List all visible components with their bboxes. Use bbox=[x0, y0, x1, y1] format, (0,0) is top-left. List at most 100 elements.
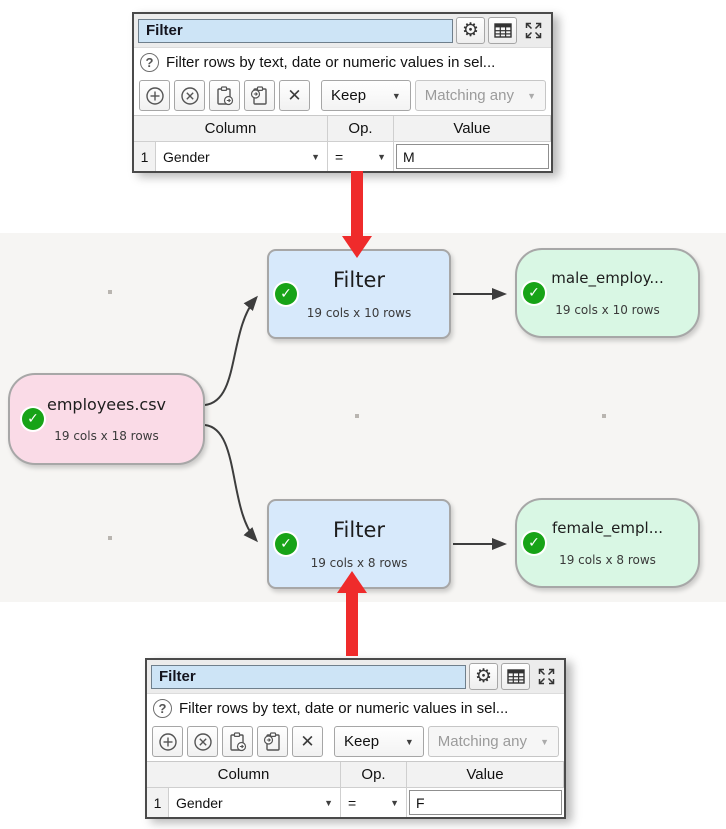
criteria-table-header: Column Op. Value bbox=[134, 115, 551, 141]
node-employees-csv[interactable]: ✓ employees.csv 19 cols x 18 rows bbox=[8, 373, 205, 465]
add-criteria-button[interactable] bbox=[139, 80, 170, 111]
keep-dropdown-value: Keep bbox=[344, 733, 380, 750]
expand-icon bbox=[538, 668, 555, 685]
help-text: Filter rows by text, date or numeric val… bbox=[166, 53, 496, 71]
grid-dot bbox=[355, 414, 359, 418]
table-view-button[interactable] bbox=[488, 17, 517, 44]
row-number: 1 bbox=[147, 788, 169, 817]
chevron-down-icon: ▼ bbox=[311, 151, 320, 162]
help-row: ? Filter rows by text, date or numeric v… bbox=[147, 694, 564, 722]
clipboard-copy-icon bbox=[217, 85, 234, 105]
edge-source-to-filter-bottom bbox=[204, 424, 259, 543]
add-criteria-button[interactable] bbox=[152, 726, 183, 757]
chevron-down-icon: ▼ bbox=[540, 736, 549, 747]
status-ok-icon: ✓ bbox=[22, 408, 44, 430]
value-input[interactable]: F bbox=[409, 790, 562, 815]
remove-criteria-button[interactable] bbox=[187, 726, 218, 757]
chevron-down-icon: ▼ bbox=[390, 797, 399, 808]
clipboard-paste-icon bbox=[263, 731, 280, 751]
status-ok-icon: ✓ bbox=[523, 282, 545, 304]
grid-dot bbox=[108, 536, 112, 540]
table-grid-icon bbox=[493, 23, 512, 38]
grid-dot bbox=[108, 290, 112, 294]
chevron-down-icon: ▼ bbox=[527, 90, 536, 101]
clipboard-copy-icon bbox=[230, 731, 247, 751]
keep-remove-dropdown[interactable]: Keep ▼ bbox=[334, 726, 424, 757]
node-label: male_employ... bbox=[551, 269, 664, 288]
clear-icon: ✕ bbox=[300, 731, 315, 751]
filter-toolbar: ✕ Keep ▼ Matching any ▼ bbox=[134, 76, 551, 115]
keep-remove-dropdown[interactable]: Keep ▼ bbox=[321, 80, 411, 111]
node-stats: 19 cols x 8 rows bbox=[310, 555, 408, 570]
filter-settings-panel-bottom: Filter ⚙ bbox=[145, 658, 566, 819]
value-header: Value bbox=[394, 116, 551, 141]
node-filter-bottom[interactable]: ✓ Filter 19 cols x 8 rows bbox=[267, 499, 451, 589]
edge-source-to-filter-top bbox=[204, 295, 258, 406]
circle-cross-icon bbox=[180, 86, 199, 105]
op-select-value: = bbox=[348, 794, 357, 811]
circle-plus-icon bbox=[158, 732, 177, 751]
panel-titlebar: Filter ⚙ bbox=[134, 14, 551, 48]
filter-toolbar: ✕ Keep ▼ Matching any ▼ bbox=[147, 722, 564, 761]
column-select[interactable]: Gender ▼ bbox=[169, 788, 341, 817]
column-select[interactable]: Gender ▼ bbox=[156, 142, 328, 171]
clear-icon: ✕ bbox=[287, 85, 302, 105]
value-cell: F bbox=[407, 788, 564, 817]
criteria-row: 1 Gender ▼ = ▼ F bbox=[147, 787, 564, 817]
matching-dropdown: Matching any ▼ bbox=[414, 80, 546, 111]
filter-settings-panel-top: Filter ⚙ bbox=[132, 12, 553, 173]
settings-gear-button[interactable]: ⚙ bbox=[469, 663, 498, 690]
node-stats: 19 cols x 18 rows bbox=[54, 429, 159, 444]
help-icon[interactable]: ? bbox=[140, 52, 159, 72]
node-label: employees.csv bbox=[47, 394, 166, 414]
keep-dropdown-value: Keep bbox=[331, 87, 367, 104]
workflow-canvas[interactable]: ✓ employees.csv 19 cols x 18 rows ✓ Filt… bbox=[0, 233, 726, 602]
node-label: female_empl... bbox=[551, 519, 664, 538]
clipboard-paste-icon bbox=[250, 85, 267, 105]
grid-dot bbox=[602, 414, 606, 418]
help-icon[interactable]: ? bbox=[153, 698, 172, 718]
help-text: Filter rows by text, date or numeric val… bbox=[179, 699, 509, 717]
node-male-employees[interactable]: ✓ male_employ... 19 cols x 10 rows bbox=[515, 248, 700, 338]
paste-criteria-button[interactable] bbox=[244, 80, 275, 111]
panel-titlebar: Filter ⚙ bbox=[147, 660, 564, 694]
copy-criteria-button[interactable] bbox=[209, 80, 240, 111]
criteria-row: 1 Gender ▼ = ▼ M bbox=[134, 141, 551, 171]
node-stats: 19 cols x 10 rows bbox=[306, 305, 412, 320]
status-ok-icon: ✓ bbox=[275, 283, 297, 305]
node-stats: 19 cols x 8 rows bbox=[559, 552, 656, 567]
copy-criteria-button[interactable] bbox=[222, 726, 253, 757]
node-label: Filter bbox=[332, 268, 385, 293]
transform-name-input[interactable]: Filter bbox=[138, 18, 453, 43]
expand-button[interactable] bbox=[520, 17, 547, 44]
value-header: Value bbox=[407, 762, 564, 787]
op-select-value: = bbox=[335, 148, 344, 165]
clear-criteria-button[interactable]: ✕ bbox=[292, 726, 323, 757]
transform-name-input[interactable]: Filter bbox=[151, 664, 466, 689]
circle-cross-icon bbox=[193, 732, 212, 751]
table-view-button[interactable] bbox=[501, 663, 530, 690]
chevron-down-icon: ▼ bbox=[404, 736, 414, 747]
table-grid-icon bbox=[506, 669, 525, 684]
circle-plus-icon bbox=[145, 86, 164, 105]
op-select[interactable]: = ▼ bbox=[328, 142, 394, 171]
status-ok-icon: ✓ bbox=[275, 533, 297, 555]
node-filter-top[interactable]: ✓ Filter 19 cols x 10 rows bbox=[267, 249, 451, 339]
paste-criteria-button[interactable] bbox=[257, 726, 288, 757]
chevron-down-icon: ▼ bbox=[391, 90, 401, 101]
op-select[interactable]: = ▼ bbox=[341, 788, 407, 817]
gear-icon: ⚙ bbox=[461, 20, 480, 41]
expand-button[interactable] bbox=[533, 663, 560, 690]
op-header: Op. bbox=[328, 116, 394, 141]
value-input[interactable]: M bbox=[396, 144, 549, 169]
settings-gear-button[interactable]: ⚙ bbox=[456, 17, 485, 44]
remove-criteria-button[interactable] bbox=[174, 80, 205, 111]
chevron-down-icon: ▼ bbox=[377, 151, 386, 162]
column-header: Column bbox=[134, 116, 328, 141]
node-female-employees[interactable]: ✓ female_empl... 19 cols x 8 rows bbox=[515, 498, 700, 588]
status-ok-icon: ✓ bbox=[523, 532, 545, 554]
row-number: 1 bbox=[134, 142, 156, 171]
clear-criteria-button[interactable]: ✕ bbox=[279, 80, 310, 111]
chevron-down-icon: ▼ bbox=[324, 797, 333, 808]
column-select-value: Gender bbox=[176, 794, 223, 811]
